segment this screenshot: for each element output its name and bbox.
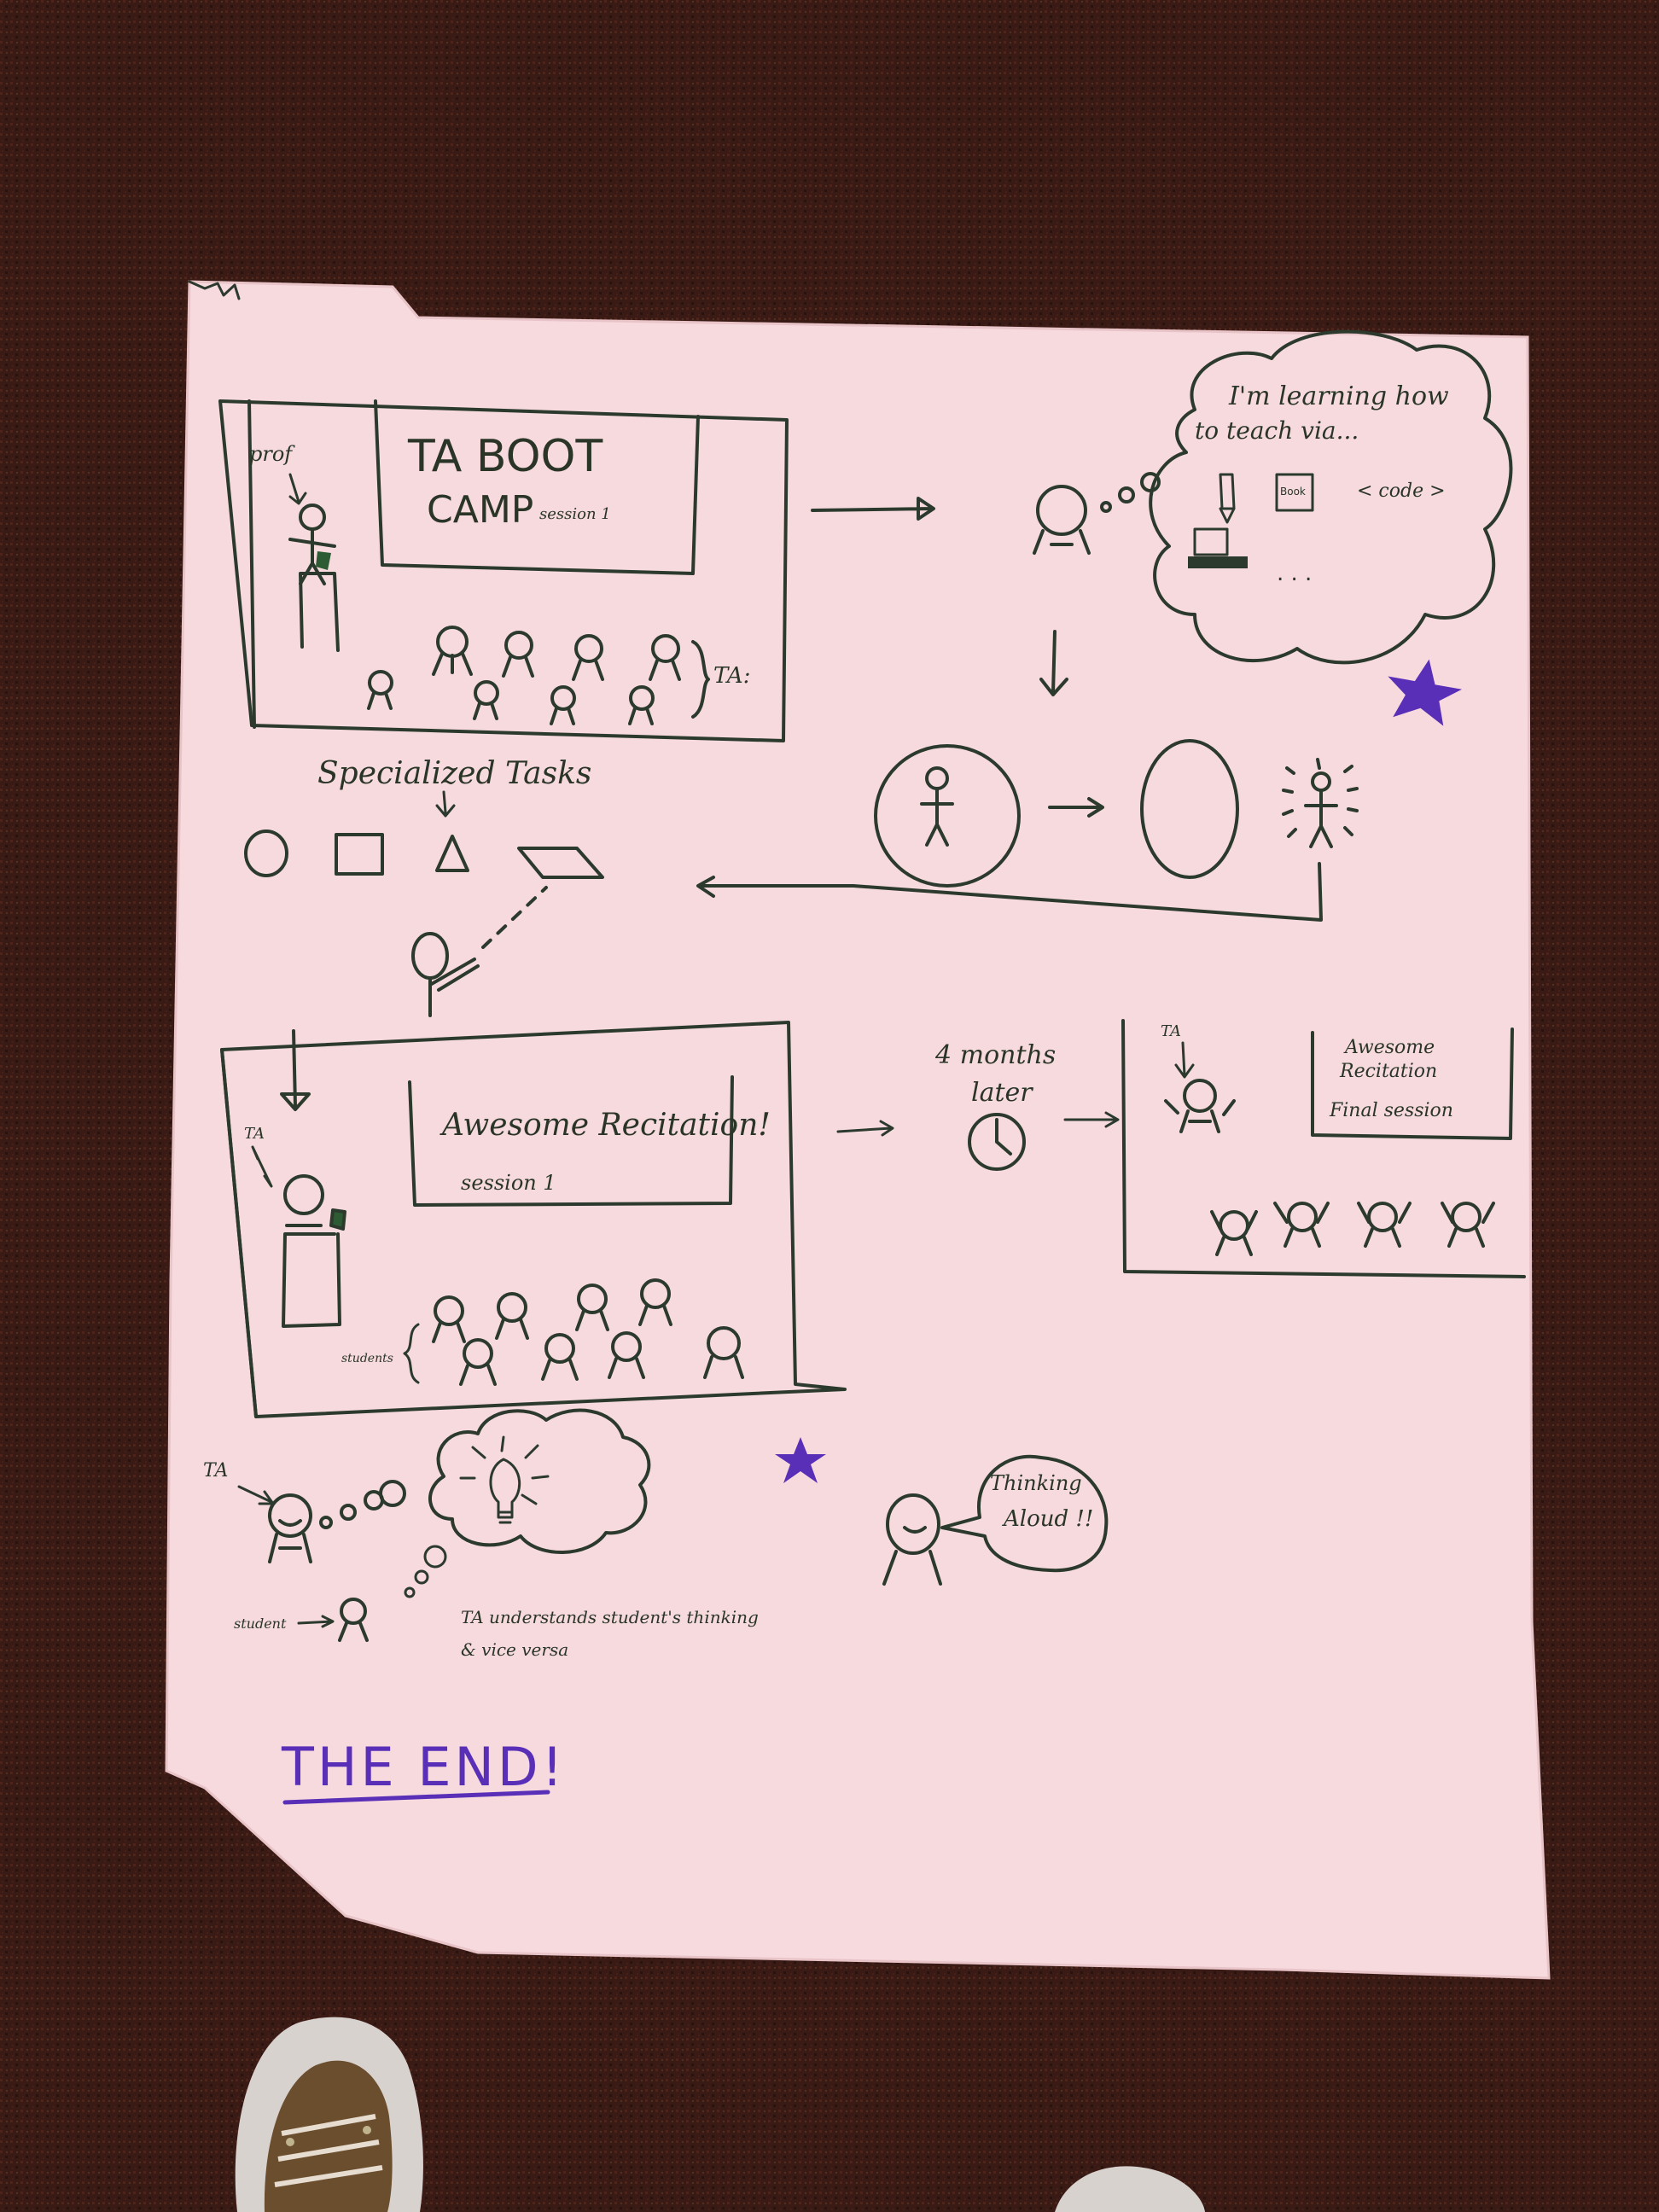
speech-line1: Thinking	[990, 1471, 1082, 1495]
star-icon	[775, 1437, 826, 1483]
panel3-title-line2: Recitation	[1339, 1061, 1437, 1082]
flow-arrow-2	[1039, 630, 1068, 696]
thought1-line1: I'm learning how	[1228, 381, 1449, 411]
bottom-caption-line2: & vice versa	[461, 1639, 568, 1660]
panel-final-session: Awesome Recitation Final session TA	[1121, 1019, 1526, 1278]
student-label: student	[234, 1615, 287, 1632]
panel1-title-line1: TA BOOT	[407, 431, 602, 482]
clock-icon	[968, 1113, 1026, 1171]
flow-arrow-5	[1063, 1111, 1120, 1128]
prof-stick-figure	[288, 504, 340, 652]
egg-stage-row	[874, 739, 1359, 888]
lightbulb-icon	[459, 1435, 550, 1524]
speech-line2: Aloud !!	[1002, 1506, 1093, 1532]
panel3-title-line1: Awesome	[1343, 1037, 1435, 1058]
time-label-line1: 4 months	[934, 1040, 1056, 1070]
ta-thinking-figure	[1033, 472, 1161, 555]
the-end-underline	[282, 1790, 550, 1805]
panel2-down-arrow-icon	[280, 1029, 311, 1111]
student-audience-group	[432, 1278, 744, 1386]
speech-bubble	[940, 1454, 1109, 1573]
thought-bubbles-2	[404, 1545, 447, 1598]
bottom-caption-line1: TA understands student's thinking	[461, 1607, 759, 1627]
book-label: Book	[1280, 486, 1306, 498]
flow-arrow-3	[696, 862, 1323, 922]
bottom-student-figure	[338, 1598, 369, 1642]
task-shapes	[244, 830, 604, 879]
the-end-title: THE END!	[281, 1736, 567, 1798]
panel3-session: Final session	[1329, 1100, 1453, 1121]
book-icon: Book	[1275, 473, 1314, 512]
panel3-ta-label: TA	[1161, 1022, 1181, 1040]
bottom-ta-label: TA	[203, 1460, 228, 1481]
flow-arrow-1	[811, 497, 935, 521]
paper-torn-corner	[188, 280, 241, 300]
left-shoe	[235, 2017, 423, 2212]
panel1-title-session: session 1	[539, 505, 611, 523]
ta-pointing-figure	[411, 886, 548, 1017]
thought1-line2: to teach via...	[1195, 416, 1359, 445]
ta-audience-group	[367, 626, 710, 725]
star-icon	[1388, 659, 1463, 726]
specialized-label: Specialized Tasks	[317, 756, 591, 791]
task-circle	[244, 830, 288, 877]
specialized-arrow-icon	[435, 790, 456, 818]
panel2-ta-label: TA	[244, 1125, 265, 1143]
time-label-line2: later	[971, 1078, 1033, 1108]
prof-arrow-icon	[288, 473, 307, 505]
pencil-icon	[1219, 473, 1236, 524]
laptop-icon	[1188, 527, 1248, 568]
flow-arrow-4	[836, 1120, 894, 1137]
prof-label: prof	[249, 442, 295, 466]
panel-awesome-recitation: Awesome Recitation! session 1 TA student…	[220, 1021, 847, 1418]
students-label: students	[341, 1352, 393, 1365]
recitation-ta-figure	[282, 1174, 346, 1328]
thinking-aloud-figure	[882, 1493, 942, 1586]
final-ta-figure	[1164, 1079, 1236, 1133]
bottom-ta-figure	[268, 1480, 406, 1563]
ta-group-label: TA:	[713, 663, 750, 689]
task-square	[335, 833, 384, 876]
code-label: < code >	[1357, 480, 1446, 502]
thought-cloud-2	[428, 1408, 651, 1554]
right-shoe	[1055, 2166, 1205, 2212]
panel2-session: session 1	[461, 1171, 556, 1195]
cheering-students	[1210, 1202, 1495, 1256]
panel-ta-boot-camp: TA BOOT CAMP session 1 prof TA:	[218, 399, 789, 742]
thought1-ellipsis: . . .	[1277, 561, 1312, 586]
task-triangle	[435, 835, 469, 872]
task-parallelogram	[517, 847, 604, 879]
panel1-title-line2: CAMP	[427, 488, 533, 532]
thought-cloud-1	[1149, 329, 1513, 665]
panel2-title: Awesome Recitation!	[439, 1108, 771, 1143]
